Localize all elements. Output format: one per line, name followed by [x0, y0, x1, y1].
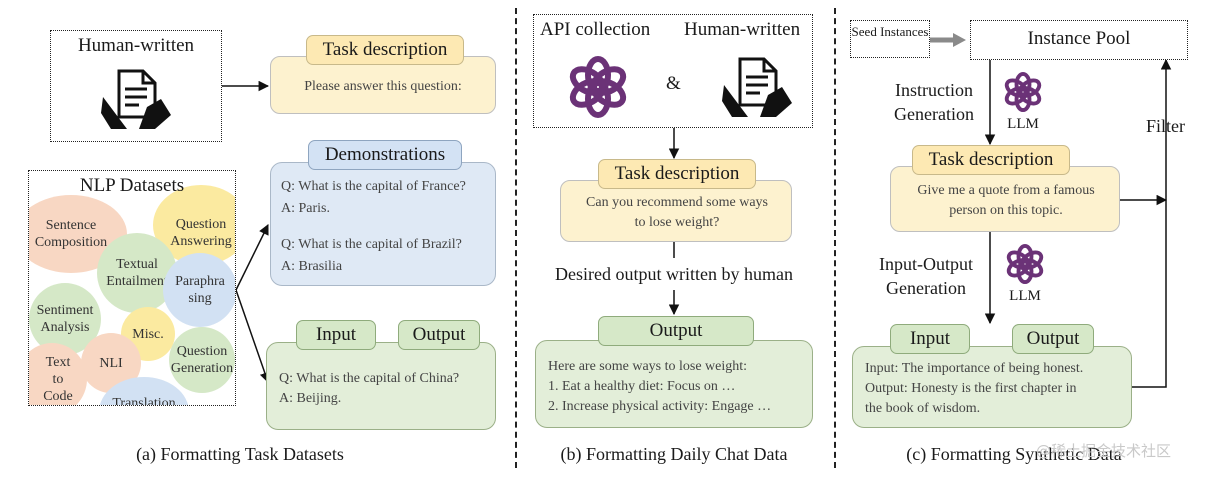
seed-instances-box: Seed Instances: [850, 20, 930, 58]
dataset-text-to-code: Text to Code: [29, 343, 87, 405]
output-tag-b: Output: [598, 316, 754, 346]
nlp-datasets-box: NLP Datasets Sentence Composition Questi…: [28, 170, 236, 406]
api-collection-label: API collection: [540, 19, 651, 40]
task-description-tag-b: Task description: [598, 159, 756, 189]
document-hand-icon: [722, 57, 792, 117]
task-description-tag-c: Task description: [912, 145, 1070, 175]
io-line-c-1: Input: The importance of being honest.: [865, 361, 1084, 376]
demonstrations-box: Q: What is the capital of France? A: Par…: [270, 162, 496, 286]
document-hand-icon: [101, 69, 171, 129]
input-output-box-a: Q: What is the capital of China? A: Beij…: [266, 342, 496, 430]
task-description-box-b: Can you recommend some ways to lose weig…: [560, 180, 792, 242]
openai-logo-icon: [1006, 243, 1044, 285]
caption-a: (a) Formatting Task Datasets: [136, 444, 344, 464]
demo-line-4: A: Brasilia: [281, 259, 343, 274]
io-line-c-3: the book of wisdom.: [865, 401, 981, 416]
instance-pool-label: Instance Pool: [1027, 28, 1131, 49]
llm-label-2: LLM: [1009, 288, 1041, 304]
openai-logo-icon: [1004, 71, 1042, 113]
demo-line-1: Q: What is the capital of France?: [281, 179, 466, 194]
output-tag-c: Output: [1012, 324, 1094, 354]
demo-line-3: Q: What is the capital of Brazil?: [281, 237, 462, 252]
filter-label: Filter: [1146, 116, 1185, 136]
demo-line-2: A: Paris.: [281, 201, 330, 216]
output-tag-a: Output: [398, 320, 480, 350]
io-line-c-2: Output: Honesty is the first chapter in: [865, 381, 1077, 396]
demonstrations-tag: Demonstrations: [308, 140, 462, 170]
io-line-a-1: Q: What is the capital of China?: [279, 371, 460, 386]
divider-a-b: [515, 8, 517, 468]
output-line-b-2: 1. Eat a healthy diet: Focus on …: [548, 379, 736, 394]
api-human-box: API collection Human-written &: [533, 14, 813, 128]
task-description-text-c: Give me a quote from a famous person on …: [917, 183, 1095, 218]
ampersand: &: [666, 73, 681, 94]
human-written-box: Human-written: [50, 30, 222, 142]
dataset-question-generation: Question Generation: [169, 327, 235, 393]
instance-pool-box: Instance Pool: [970, 20, 1188, 60]
task-description-box-c: Give me a quote from a famous person on …: [890, 166, 1120, 232]
llm-label-1: LLM: [1007, 116, 1039, 132]
input-output-box-c: Input: The importance of being honest. O…: [852, 346, 1132, 428]
desired-output-label: Desired output written by human: [555, 264, 793, 284]
watermark: @稀土掘金技术社区: [1036, 442, 1172, 460]
output-line-b-1: Here are some ways to lose weight:: [548, 359, 748, 374]
task-description-tag-a: Task description: [306, 35, 464, 65]
input-tag-a: Input: [296, 320, 376, 350]
caption-b: (b) Formatting Daily Chat Data: [560, 444, 788, 464]
input-tag-c: Input: [890, 324, 970, 354]
nlp-datasets-label: NLP Datasets: [79, 175, 185, 196]
openai-logo-icon: [569, 56, 627, 118]
io-line-a-2: A: Beijing.: [279, 391, 342, 406]
io-generation-label: Input-Output Generation: [879, 254, 973, 298]
instruction-generation-label: Instruction Generation: [894, 80, 974, 124]
dataset-paraphrasing: Paraphra sing: [163, 253, 235, 327]
caption-c: (c) Formatting Synthetic Data: [906, 444, 1122, 464]
output-box-b: Here are some ways to lose weight: 1. Ea…: [535, 340, 813, 428]
divider-b-c: [834, 8, 836, 468]
human-written-label: Human-written: [77, 35, 195, 56]
human-written-label-b: Human-written: [684, 19, 801, 40]
output-line-b-3: 2. Increase physical activity: Engage …: [548, 399, 772, 414]
task-description-text-a: Please answer this question:: [304, 79, 462, 94]
seed-instances-label: Seed Instances: [851, 24, 929, 39]
task-description-text-b: Can you recommend some ways to lose weig…: [586, 195, 768, 230]
